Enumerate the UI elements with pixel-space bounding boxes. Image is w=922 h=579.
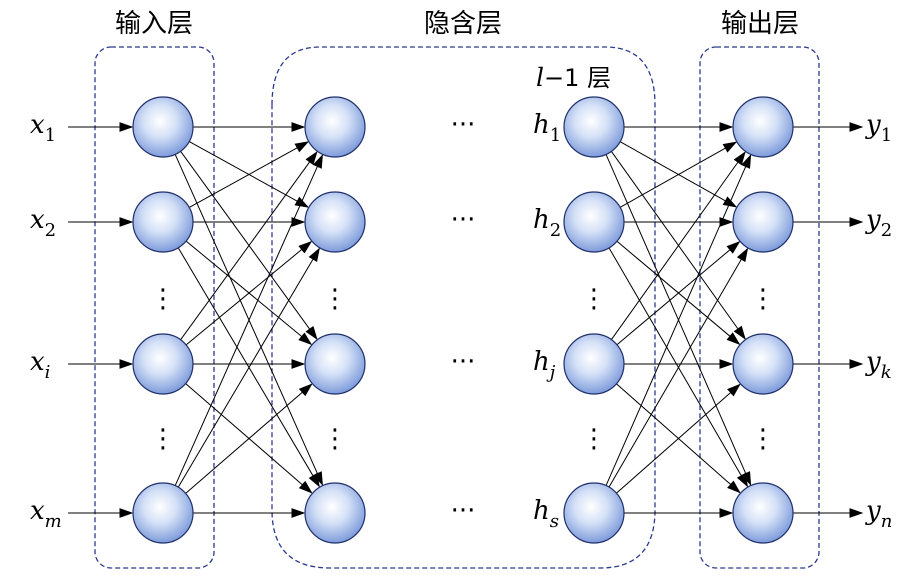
output-label-2-sub: k: [881, 362, 892, 383]
input-label-0: x1: [30, 110, 56, 146]
connection-hidden-3-output-2: [616, 383, 741, 494]
hidden-horizontal-ellipsis-2: ···: [451, 347, 476, 377]
connection-input-3-hidden-0: [174, 154, 323, 486]
hidden-first-node-3: [304, 482, 366, 544]
nodes: [132, 96, 794, 544]
input-label-1-var: x: [30, 205, 45, 235]
hidden-last-node-0: [563, 96, 625, 158]
hidden-last-label-1-var: h: [533, 205, 550, 235]
output-vertical-ellipsis-1: ⋮: [750, 424, 776, 454]
hidden-last-vertical-ellipsis-0: ⋮: [581, 284, 607, 314]
output-label-3-var: y: [865, 496, 881, 526]
connections: [68, 122, 864, 518]
input-label-1: x2: [30, 205, 56, 241]
connection-input-2-hidden-1: [185, 240, 313, 346]
hidden-last-label-2-var: h: [533, 347, 550, 377]
hidden-first-node-1: [304, 191, 366, 253]
last-hidden-layer-title: l−1 层: [536, 63, 611, 92]
hidden-layer-box: [271, 46, 656, 569]
connection-input-1-hidden-0: [189, 141, 310, 208]
hidden-last-label-0: h1: [533, 110, 561, 146]
output-label-3-sub: n: [881, 511, 893, 532]
input-node-1: [132, 191, 194, 253]
output-node-0: [732, 96, 794, 158]
output-node-1: [732, 191, 794, 253]
connection-input-3-hidden-1: [177, 247, 320, 488]
hidden-last-label-3: hs: [533, 496, 559, 532]
input-label-3-var: x: [30, 496, 45, 526]
input-label-2-var: x: [30, 347, 45, 377]
input-label-2: xi: [30, 347, 50, 383]
hidden-first-node-0: [304, 96, 366, 158]
labels: ············⋮⋮⋮⋮⋮⋮⋮⋮x1x2xixmh1h2hjhsy1y2…: [30, 110, 892, 532]
hidden-horizontal-ellipsis-3: ···: [451, 496, 476, 526]
connection-hidden-2-output-0: [611, 151, 746, 340]
connection-input-2-hidden-0: [180, 150, 318, 341]
hidden-first-vertical-ellipsis-1: ⋮: [322, 424, 348, 454]
hidden-last-label-2-sub: j: [546, 362, 556, 383]
last-hidden-layer-var: l: [536, 63, 544, 92]
hidden-first-node-2: [304, 333, 366, 395]
connection-hidden-1-output-0: [619, 141, 738, 208]
hidden-horizontal-ellipsis-1: ···: [451, 205, 476, 235]
hidden-last-label-0-var: h: [533, 110, 550, 140]
output-label-1-sub: 2: [881, 220, 892, 241]
output-label-1: y2: [865, 205, 892, 241]
input-node-2: [132, 333, 194, 395]
hidden-horizontal-ellipsis-0: ···: [451, 110, 476, 140]
input-vertical-ellipsis-0: ⋮: [150, 284, 176, 314]
output-label-3: yn: [865, 496, 892, 532]
hidden-last-node-1: [563, 191, 625, 253]
input-layer-title: 输入层: [115, 9, 193, 39]
input-label-2-sub: i: [45, 362, 51, 383]
hidden-last-label-0-sub: 1: [550, 125, 561, 146]
hidden-first-vertical-ellipsis-0: ⋮: [322, 284, 348, 314]
connection-hidden-3-output-0: [605, 154, 752, 486]
input-node-0: [132, 96, 194, 158]
connection-hidden-2-output-1: [616, 241, 741, 346]
input-label-0-sub: 1: [45, 125, 56, 146]
hidden-last-node-3: [563, 482, 625, 544]
output-layer-title: 输出层: [721, 9, 799, 39]
output-label-0-var: y: [865, 110, 881, 140]
output-vertical-ellipsis-0: ⋮: [750, 284, 776, 314]
input-label-3-sub: m: [45, 511, 62, 532]
output-label-2: yk: [865, 347, 892, 383]
input-vertical-ellipsis-1: ⋮: [150, 424, 176, 454]
input-label-3: xm: [30, 496, 62, 532]
last-hidden-layer-suffix: −1 层: [544, 64, 611, 92]
hidden-last-label-1-sub: 2: [550, 220, 561, 241]
output-label-0: y1: [865, 110, 892, 146]
input-label-0-var: x: [30, 110, 45, 140]
output-node-2: [732, 333, 794, 395]
input-node-3: [132, 482, 194, 544]
output-node-3: [732, 482, 794, 544]
output-layer-box: [699, 46, 820, 569]
hidden-last-label-2: hj: [533, 347, 556, 383]
hidden-last-label-1: h2: [533, 205, 561, 241]
hidden-last-node-2: [563, 333, 625, 395]
output-label-1-var: y: [865, 205, 881, 235]
connection-input-3-hidden-2: [185, 383, 313, 494]
hidden-last-vertical-ellipsis-1: ⋮: [581, 424, 607, 454]
connection-hidden-3-output-1: [608, 247, 749, 488]
hidden-last-label-3-sub: s: [550, 511, 559, 532]
output-label-2-var: y: [865, 347, 881, 377]
hidden-last-label-3-var: h: [533, 496, 550, 526]
input-label-1-sub: 2: [45, 220, 56, 241]
output-label-0-sub: 1: [881, 125, 892, 146]
hidden-layer-title: 隐含层: [424, 9, 502, 39]
